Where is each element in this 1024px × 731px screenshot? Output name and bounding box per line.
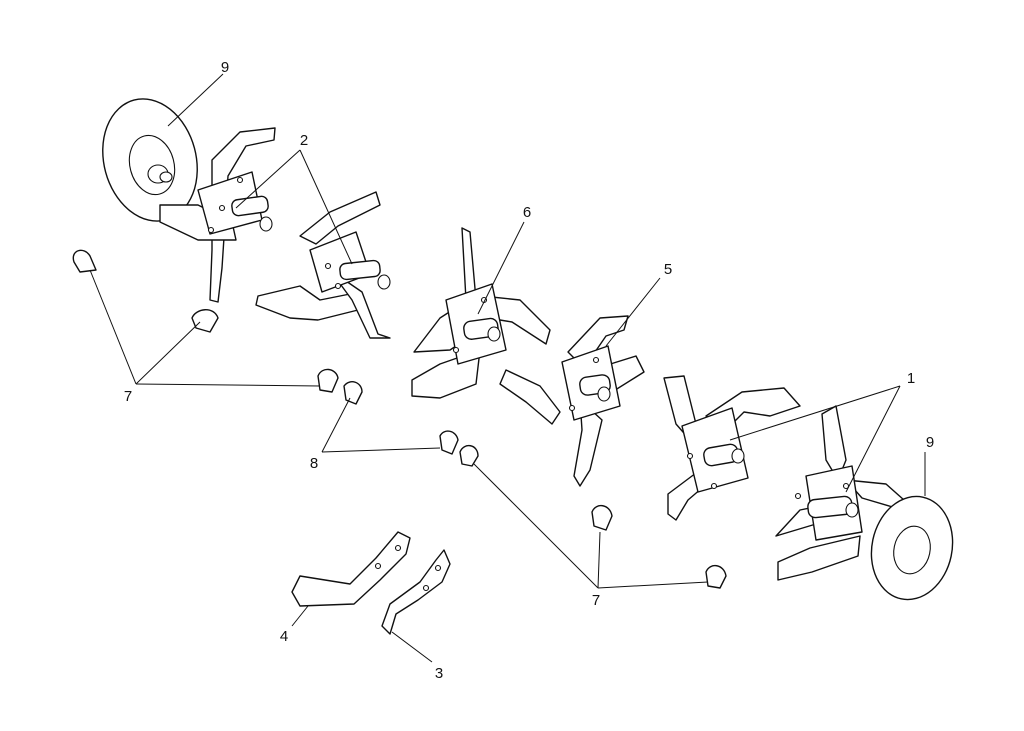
blade-part-3: [381, 549, 451, 635]
disc-right-part-9: [870, 495, 954, 601]
tine-assembly-part-6: [411, 227, 551, 399]
clip-part-7-d: [591, 505, 613, 531]
clip-part-8-b: [439, 430, 459, 455]
tine-assembly-part-5: [499, 315, 645, 487]
clip-part-7-b: [191, 309, 219, 333]
callout-9-left: 9: [221, 59, 229, 76]
blade-part-4: [291, 531, 411, 607]
callout-7-right: 7: [592, 592, 600, 609]
callout-9-right: 9: [926, 434, 934, 451]
clip-part-8-a: [343, 381, 363, 405]
disc-left-part-9: [102, 98, 198, 222]
clip-part-7-c: [317, 368, 339, 393]
leader-lines: [89, 73, 926, 663]
clip-part-8-c: [459, 445, 479, 467]
callout-2: 2: [300, 132, 308, 149]
callout-6: 6: [523, 204, 531, 221]
tine-assembly-part-2a: [159, 127, 276, 303]
clip-part-7-a: [72, 249, 97, 273]
callout-5: 5: [664, 261, 672, 278]
callout-3: 3: [435, 665, 443, 682]
tine-assembly-part-2b: [255, 191, 391, 339]
callout-7-left: 7: [124, 388, 132, 405]
callout-8: 8: [310, 455, 318, 472]
clip-part-7-e: [705, 565, 727, 589]
callout-4: 4: [280, 628, 288, 645]
tine-assembly-part-1a: [663, 375, 801, 521]
callout-1: 1: [907, 370, 915, 387]
callout-labels: 9 2 6 5 1 7 8 9 7 4 3: [124, 59, 934, 682]
